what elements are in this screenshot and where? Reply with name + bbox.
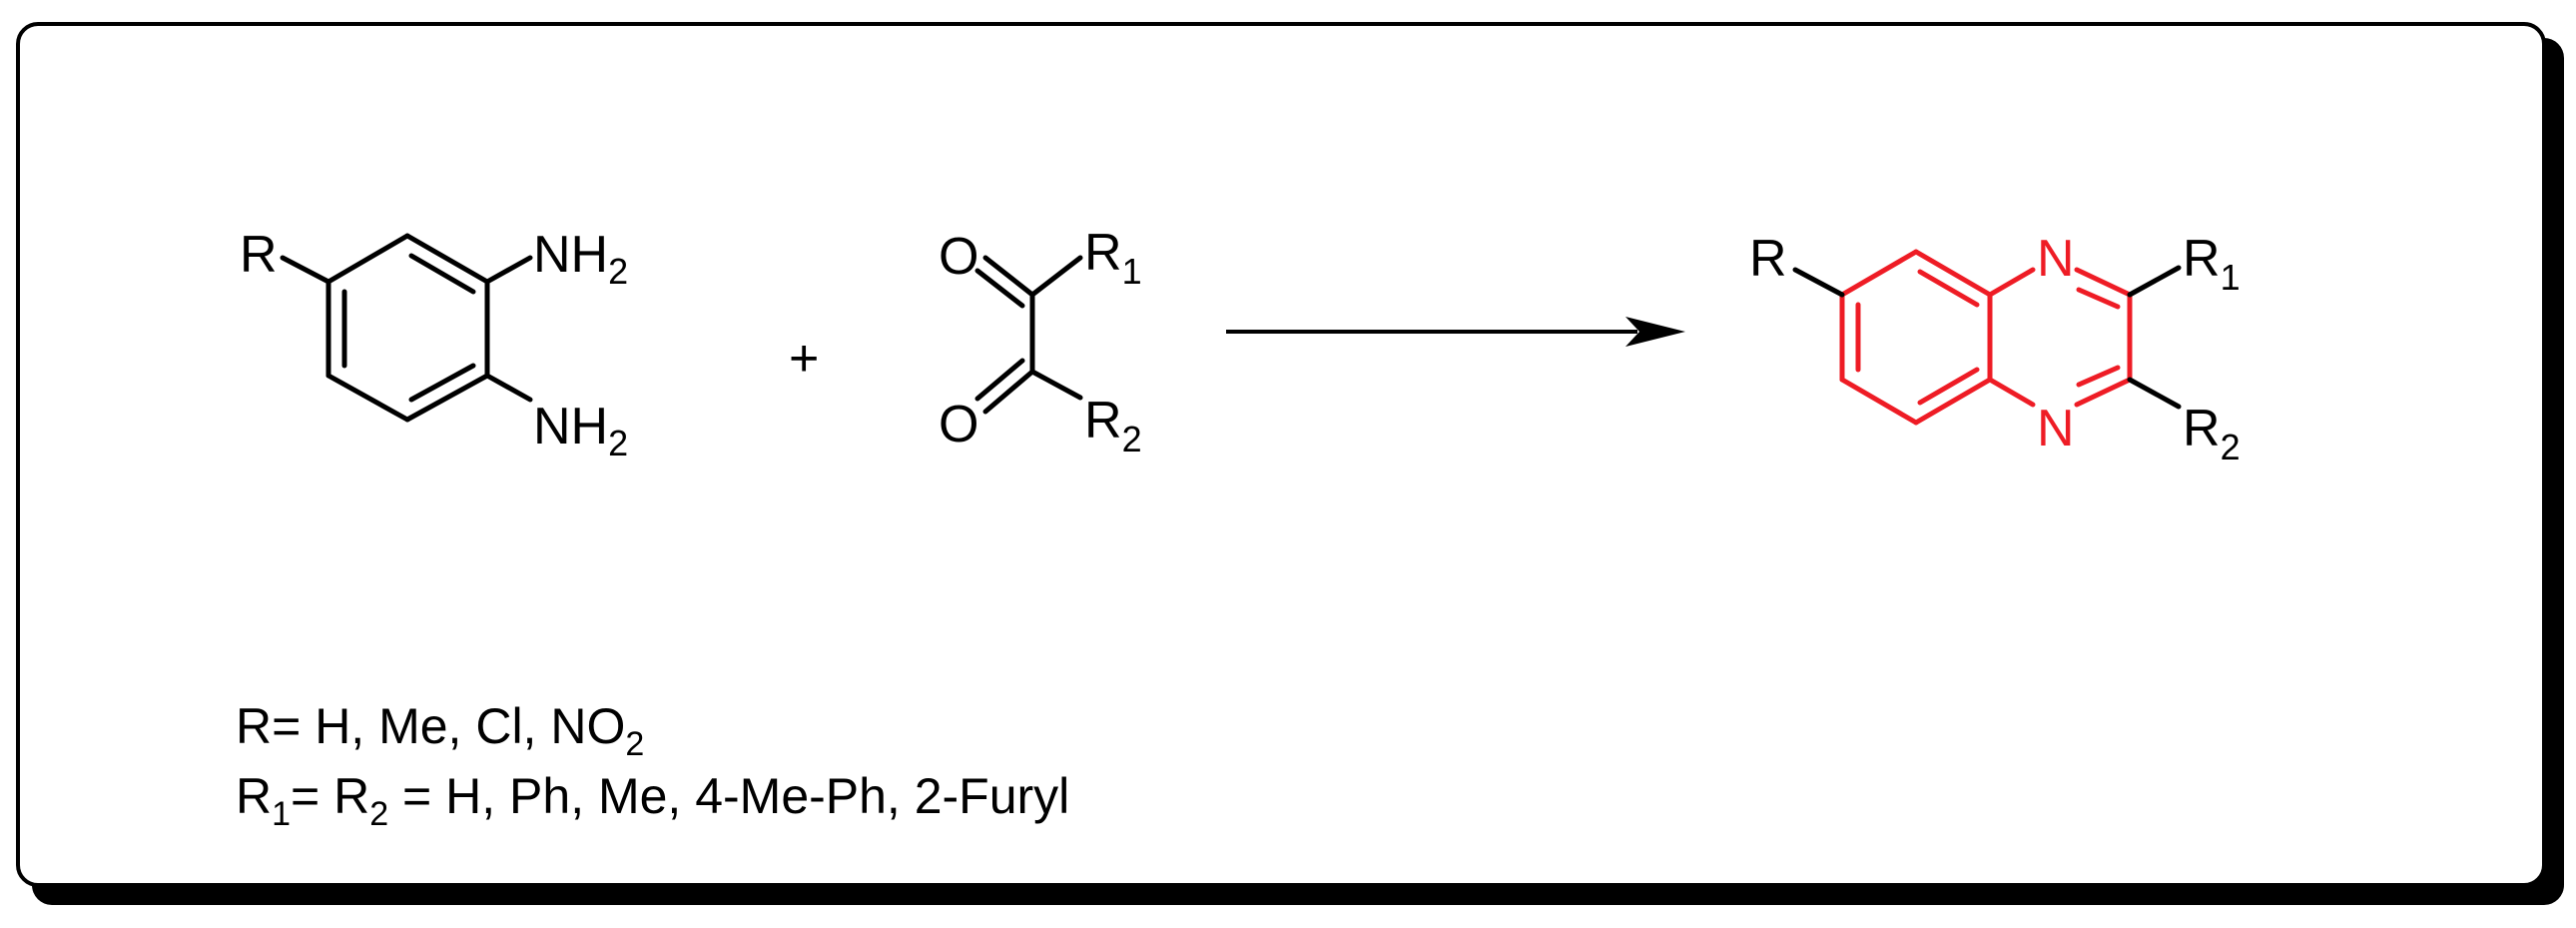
reactant1-nh2-bottom: NH2 — [533, 398, 628, 464]
product-quinoxaline — [1839, 249, 2133, 426]
reactant2-o-bottom: O — [939, 396, 978, 454]
reactant2-r2: R2 — [1084, 392, 1142, 460]
substituent-note-r: R= H, Me, Cl, NO2 — [236, 698, 644, 763]
reactant2-r1: R1 — [1084, 224, 1142, 292]
product-r1: R1 — [2183, 230, 2241, 298]
reactant2-o-top: O — [939, 228, 978, 286]
frame — [16, 22, 2546, 887]
product-r-label: R — [1749, 230, 1787, 288]
reactant1-nh2-top: NH2 — [533, 226, 628, 292]
product-n-bottom: N — [2037, 400, 2075, 458]
product-n-top: N — [2037, 230, 2075, 288]
reactant1-r-label: R — [240, 226, 278, 284]
reaction-arrow — [1226, 317, 1685, 347]
product-r2: R2 — [2183, 400, 2241, 467]
product-substituent-bonds — [1792, 265, 2182, 410]
reactant-dicarbonyl — [974, 255, 1083, 415]
reactant-diamine — [280, 233, 533, 423]
plus-sign: + — [789, 330, 819, 388]
substituent-note-r1-r2: R1= R2 = H, Ph, Me, 4-Me-Ph, 2-Furyl — [236, 768, 1069, 833]
